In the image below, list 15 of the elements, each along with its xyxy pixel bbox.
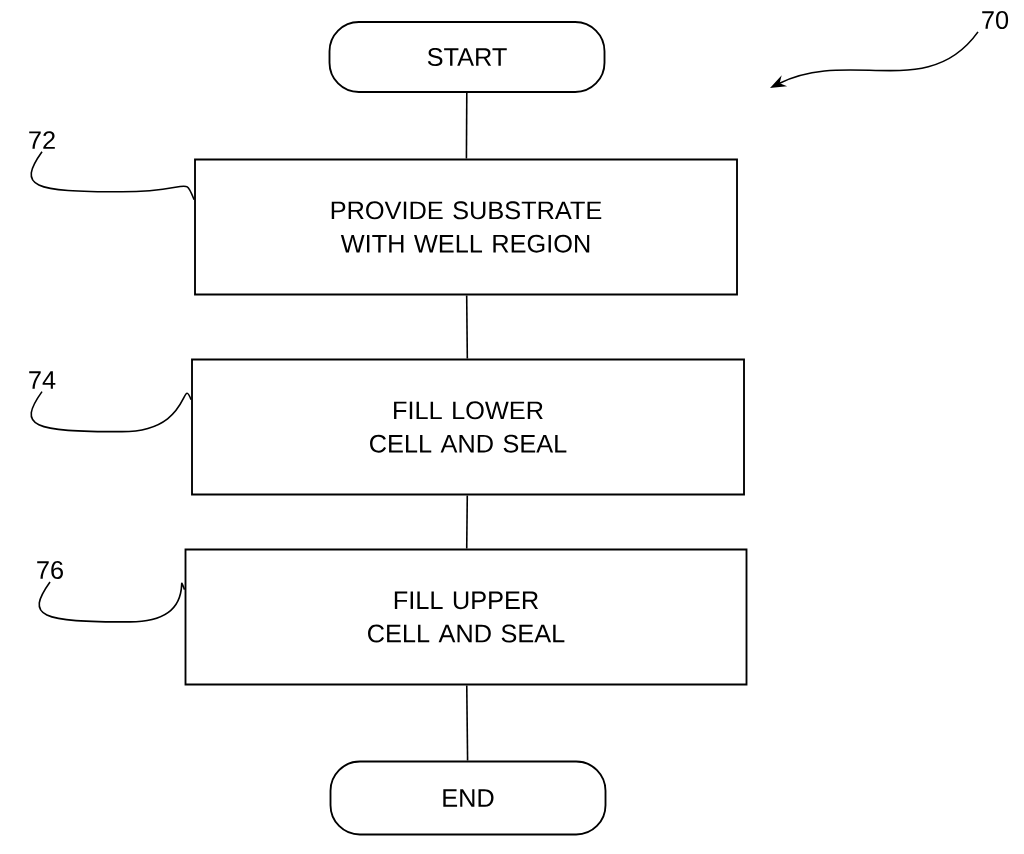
process-box: FILL LOWER CELL AND SEAL	[191, 358, 745, 496]
terminal-box: END	[329, 760, 607, 836]
reference-numeral: 72	[29, 131, 55, 149]
process-box: PROVIDE SUBSTRATE WITH WELL REGION	[194, 158, 738, 296]
reference-numeral: 74	[29, 371, 56, 389]
connector-line	[465, 494, 469, 550]
process-box: FILL UPPER CELL AND SEAL	[184, 548, 748, 686]
connector-line	[465, 92, 468, 160]
connector-line	[465, 684, 469, 762]
leader-line	[38, 581, 186, 623]
connector-line	[465, 294, 469, 360]
terminal-box: START	[328, 21, 606, 93]
reference-numeral: 76	[37, 561, 63, 579]
leader-line	[30, 151, 195, 201]
reference-numeral: 70	[982, 11, 1009, 29]
